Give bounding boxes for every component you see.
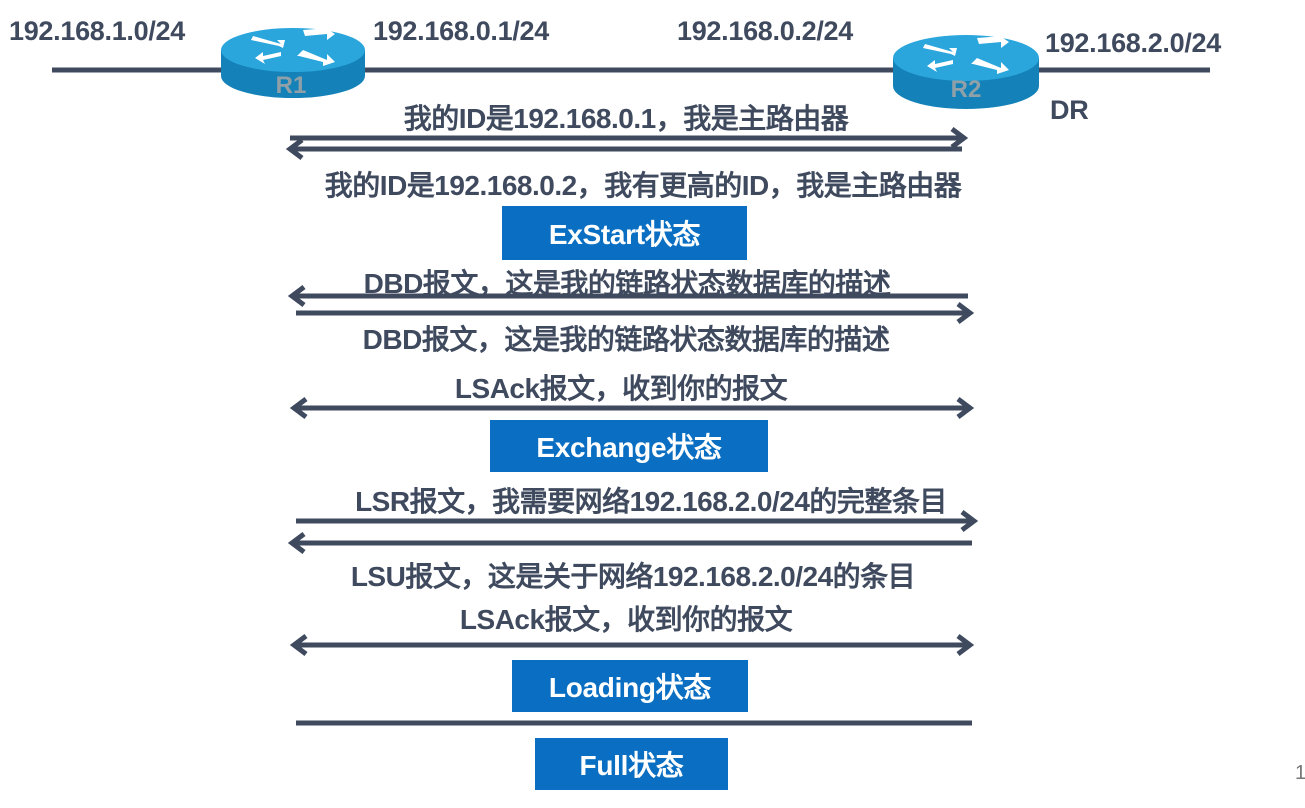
arrow-left-7 bbox=[287, 532, 972, 554]
router-r1-label: R1 bbox=[275, 72, 307, 99]
router-r2-label: R2 bbox=[950, 76, 982, 103]
arrow-left-3 bbox=[287, 285, 968, 307]
message-1: 我的ID是192.168.0.1，我是主路由器 bbox=[403, 103, 849, 134]
router-r1-icon[interactable] bbox=[219, 22, 367, 102]
page-number: 1 bbox=[1295, 762, 1305, 784]
message-5: LSAck报文，收到你的报文 bbox=[454, 373, 788, 404]
router-r2-icon[interactable] bbox=[891, 28, 1041, 112]
state-full: Full状态 bbox=[535, 738, 728, 790]
arrow-left-2 bbox=[285, 138, 962, 160]
message-4: DBD报文，这是我的链路状态数据库的描述 bbox=[362, 324, 890, 355]
state-exstart: ExStart状态 bbox=[502, 206, 747, 260]
arrow-both-8 bbox=[289, 634, 975, 656]
r2-interface-label: 192.168.0.2/24 bbox=[677, 16, 853, 46]
arrow-right-1 bbox=[290, 127, 969, 149]
dr-label: DR bbox=[1050, 95, 1089, 125]
arrow-both-5 bbox=[289, 397, 975, 419]
left-subnet-label: 192.168.1.0/24 bbox=[9, 16, 185, 46]
r1-interface-label: 192.168.0.1/24 bbox=[373, 16, 549, 46]
arrow-right-6 bbox=[296, 510, 979, 532]
arrow-right-4 bbox=[296, 302, 975, 324]
state-exchange: Exchange状态 bbox=[490, 420, 768, 472]
message-7: LSU报文，这是关于网络192.168.2.0/24的条目 bbox=[350, 561, 916, 592]
right-subnet-label: 192.168.2.0/24 bbox=[1045, 28, 1221, 58]
message-6: LSR报文，我需要网络192.168.2.0/24的完整条目 bbox=[355, 486, 947, 517]
message-3: DBD报文，这是我的链路状态数据库的描述 bbox=[363, 268, 891, 299]
message-2: 我的ID是192.168.0.2，我有更高的ID，我是主路由器 bbox=[324, 170, 962, 201]
state-loading: Loading状态 bbox=[512, 660, 748, 712]
message-8: LSAck报文，收到你的报文 bbox=[459, 604, 793, 635]
